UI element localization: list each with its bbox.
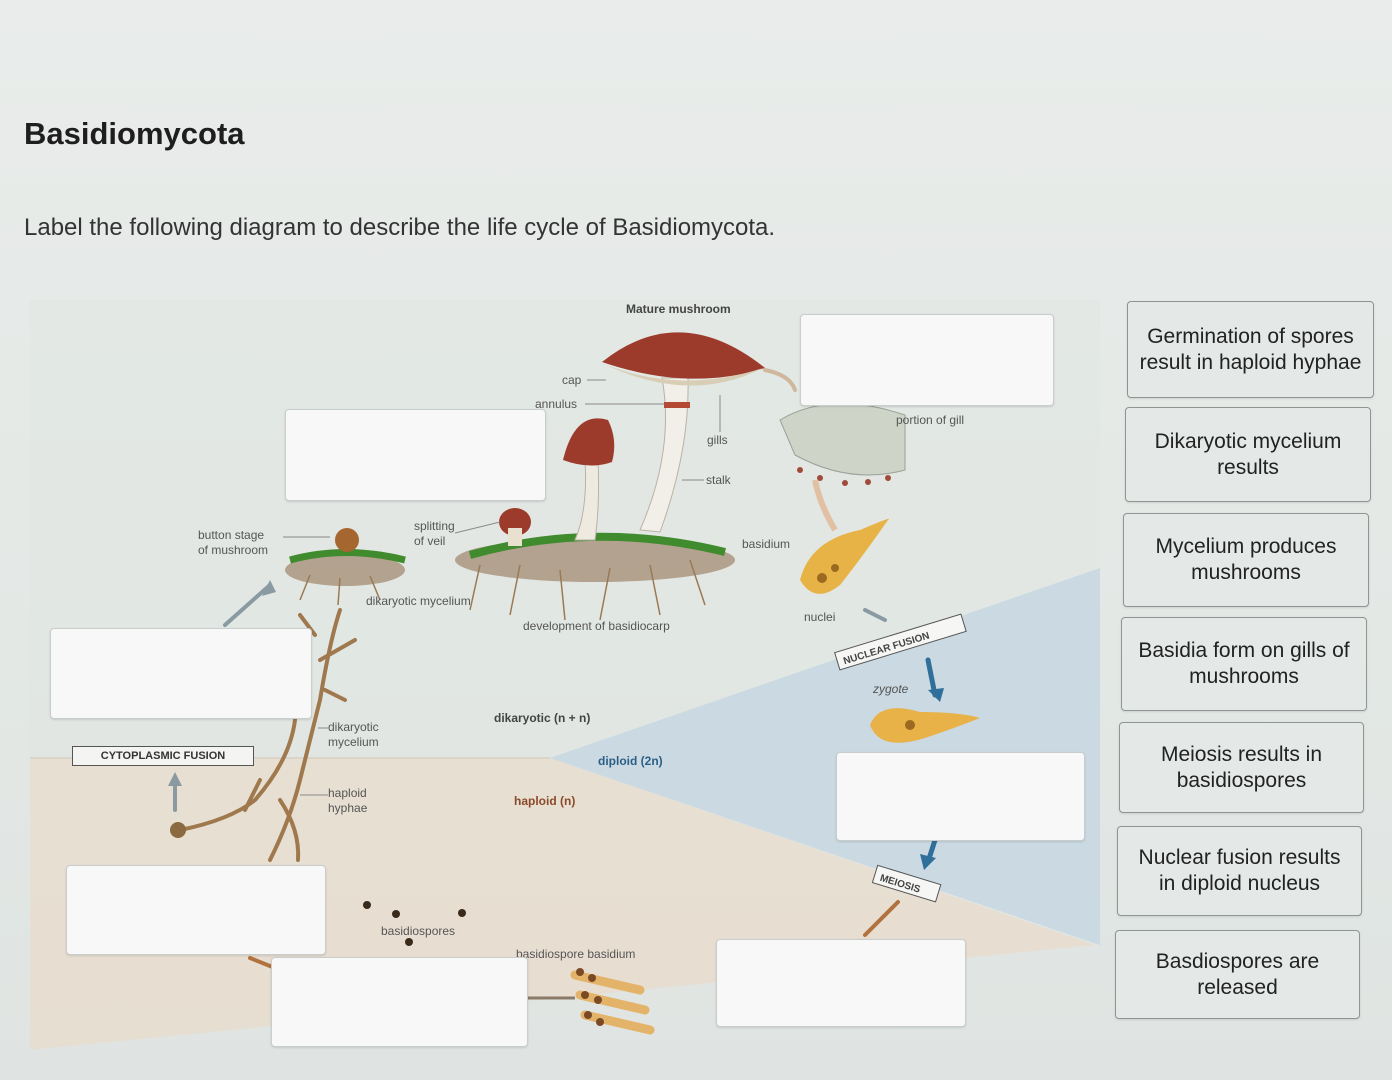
annulus-label: annulus (535, 397, 577, 411)
haploid-hyphae-label: haploid (328, 786, 367, 800)
answer-card-meiosis[interactable]: Meiosis results in basidiospores (1119, 722, 1364, 813)
basidia-cluster-illustration (528, 968, 655, 1035)
nuclei-label: nuclei (804, 610, 835, 624)
answer-card-germination[interactable]: Germination of spores result in haploid … (1127, 301, 1374, 398)
spore-germinating (170, 822, 186, 838)
splitting-veil-label-2: of veil (414, 534, 445, 548)
diploid-phase-label: diploid (2n) (598, 754, 663, 768)
gill-portion-illustration (779, 403, 906, 532)
basidium-illustration (800, 518, 890, 594)
zygote-illustration (870, 708, 980, 743)
hyphae-illustration (178, 608, 357, 862)
answer-card-basidia-gills[interactable]: Basidia form on gills of mushrooms (1121, 617, 1367, 711)
cytoplasmic-fusion-label: CYTOPLASMIC FUSION (72, 746, 254, 766)
instruction-text: Label the following diagram to describe … (24, 214, 776, 241)
zygote-label: zygote (872, 682, 909, 696)
basidium-label: basidium (742, 537, 790, 551)
diploid-region (550, 568, 1100, 945)
stalk-label: stalk (706, 473, 732, 487)
basidiospores-dots (363, 901, 466, 946)
drop-target-2[interactable] (285, 409, 546, 501)
dikaryotic-phase-label: dikaryotic (n + n) (494, 711, 590, 725)
button-stage-mushroom (285, 528, 406, 606)
drop-target-3[interactable] (50, 628, 312, 719)
small-mushroom-illustration (563, 418, 615, 541)
drop-target-1[interactable] (800, 314, 1054, 406)
button-stage-label-2: of mushroom (198, 543, 268, 557)
answer-card-spores-released[interactable]: Basdiospores are released (1115, 930, 1360, 1019)
answer-card-dikaryotic-mycelium[interactable]: Dikaryotic mycelium results (1125, 407, 1371, 502)
drop-target-4[interactable] (836, 752, 1085, 841)
dikaryotic-mycelium-label: dikaryotic (328, 720, 379, 734)
basidiospores-label: basidiospores (381, 924, 455, 938)
splitting-veil-mushroom (499, 508, 531, 546)
splitting-veil-label: splitting (414, 519, 455, 533)
dikaryotic-mycelium-label-2: mycelium (328, 735, 379, 749)
haploid-phase-label: haploid (n) (514, 794, 575, 808)
drop-target-5[interactable] (66, 865, 326, 955)
basidiospore-basidium-label: basidiospore basidium (516, 947, 635, 961)
mature-mushroom-illustration (602, 332, 765, 533)
page-title: Basidiomycota (24, 116, 245, 151)
dikaryotic-mycelium-top-label: dikaryotic mycelium (366, 594, 471, 608)
cap-label: cap (562, 373, 582, 387)
answer-card-mycelium-mushrooms[interactable]: Mycelium produces mushrooms (1123, 513, 1369, 607)
haploid-hyphae-label-2: hyphae (328, 801, 368, 815)
button-stage-label: button stage (198, 528, 264, 542)
portion-of-gill-label: portion of gill (896, 413, 964, 427)
mature-mushroom-label: Mature mushroom (626, 302, 731, 316)
answer-card-nuclear-fusion[interactable]: Nuclear fusion results in diploid nucleu… (1117, 826, 1362, 916)
gills-label: gills (707, 433, 728, 447)
development-label: development of basidiocarp (523, 619, 670, 633)
drop-target-6[interactable] (271, 957, 528, 1047)
drop-target-7[interactable] (716, 939, 966, 1027)
mycelium-ground (455, 532, 735, 621)
